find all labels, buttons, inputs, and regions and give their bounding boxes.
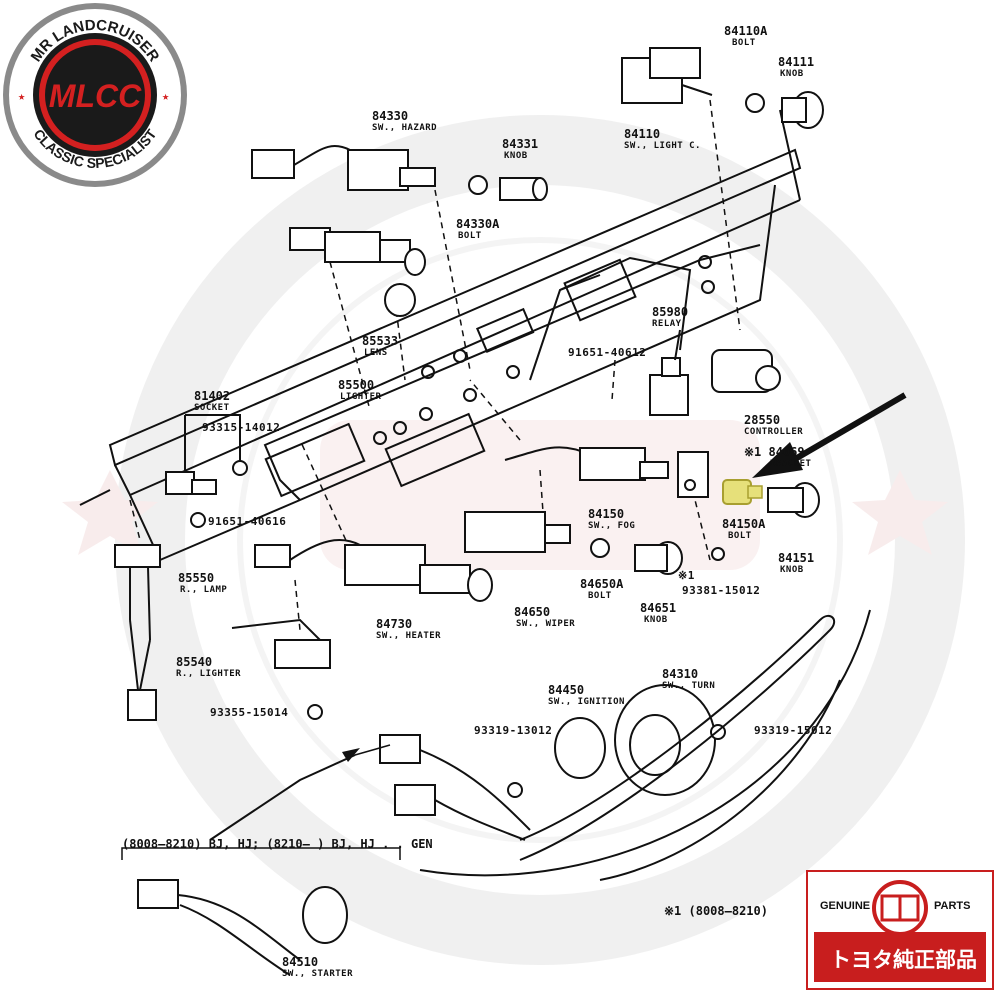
part-name: LENS xyxy=(364,348,388,358)
part-name: SW., STARTER xyxy=(282,969,354,979)
part-name: BRACKET xyxy=(770,459,812,469)
part-number: 84110A xyxy=(724,24,768,38)
part-number: 93381-15012 xyxy=(682,584,761,597)
part-number: 91651-40612 xyxy=(568,346,647,359)
part-number: 84150A xyxy=(722,517,766,531)
genuine-parts-frame xyxy=(806,870,994,990)
part-number: 84111 xyxy=(778,55,815,69)
part-name: KNOB xyxy=(780,69,804,79)
part-number: ※1 xyxy=(678,569,695,582)
ignition-part xyxy=(379,717,606,841)
part-number: 84151 xyxy=(778,551,815,565)
part-number: 85980 xyxy=(652,305,689,319)
variant-note: (8008—8210) BJ, HJ; (8210— ) BJ, HJ . . … xyxy=(122,837,433,851)
parts-label: PARTS xyxy=(934,900,971,912)
part-name: SW., LIGHT C. xyxy=(624,141,701,151)
part-number: ※1 84069 xyxy=(744,445,805,459)
part-name: SOCKET xyxy=(194,403,230,413)
fog-switch-part xyxy=(504,446,820,518)
starter-part xyxy=(137,879,348,976)
part-name: BOLT xyxy=(588,591,612,601)
part-number: 84310 xyxy=(662,667,699,681)
part-number: 85500 xyxy=(338,378,375,392)
controller-part xyxy=(711,349,781,393)
part-name: CONTROLLER xyxy=(744,427,804,437)
wiper-switch-part xyxy=(464,511,725,575)
part-name: KNOB xyxy=(504,151,528,161)
dashboard-panel xyxy=(79,109,802,562)
part-number: 85550 xyxy=(178,571,215,585)
part-name: RELAY xyxy=(652,319,682,329)
part-number: 84510 xyxy=(282,955,319,969)
socket-part xyxy=(165,414,248,495)
part-name: SW., HEATER xyxy=(376,631,442,641)
part-name: BOLT xyxy=(728,531,752,541)
part-number: 93315-14012 xyxy=(202,421,281,434)
heater-switch-part xyxy=(254,539,493,602)
part-number: 84150 xyxy=(588,507,625,521)
part-name: BOLT xyxy=(732,38,756,48)
light-switch-part xyxy=(621,47,824,129)
hazard-switch-part xyxy=(251,145,548,201)
part-name: R., LAMP xyxy=(180,585,228,595)
part-number: 81402 xyxy=(194,389,231,403)
components xyxy=(114,47,871,976)
part-number: 93319-13012 xyxy=(474,724,553,737)
part-number: 85540 xyxy=(176,655,213,669)
relay-part xyxy=(649,329,689,416)
part-number: 84650A xyxy=(580,577,624,591)
steering-column xyxy=(419,609,871,881)
genuine-jp-label: トヨタ純正部品 xyxy=(830,949,977,972)
genuine-parts-badge: GENUINE PARTS トヨタ純正部品 xyxy=(806,870,994,990)
part-name: KNOB xyxy=(780,565,804,575)
badge-star-right-icon: ★ xyxy=(162,89,169,103)
lighter-part xyxy=(289,227,426,317)
part-number: 84330 xyxy=(372,109,409,123)
part-number: 84331 xyxy=(502,137,539,151)
part-name: SW., TURN xyxy=(662,681,716,691)
genuine-label: GENUINE xyxy=(820,900,871,912)
part-name: SW., WIPER xyxy=(516,619,576,629)
part-number: 28550 xyxy=(744,413,781,427)
part-name: BOLT xyxy=(458,231,482,241)
part-number: 93355-15014 xyxy=(210,706,289,719)
badge-star-left-icon: ★ xyxy=(18,89,25,103)
part-number: 93319-15012 xyxy=(754,724,833,737)
part-name: R., LIGHTER xyxy=(176,669,242,679)
part-number: 84651 xyxy=(640,601,677,615)
footnote: ※1 (8008—8210) xyxy=(664,904,768,918)
mlcc-badge: MR LANDCRUISER CLASSIC SPECIALIST MLCC ★… xyxy=(3,3,187,187)
highlighted-bolt-84150a xyxy=(722,479,763,505)
part-name: SW., HAZARD xyxy=(372,123,438,133)
part-name: LIGHTER xyxy=(340,392,382,402)
pointer-arrow xyxy=(752,392,907,478)
part-number: 84330A xyxy=(456,217,500,231)
part-number: 84650 xyxy=(514,605,551,619)
part-number: 84450 xyxy=(548,683,585,697)
lamp-harness-part xyxy=(114,512,206,721)
part-name: KNOB xyxy=(644,615,668,625)
badge-logo: MLCC xyxy=(49,78,142,114)
part-name: SW., FOG xyxy=(588,521,636,531)
lighter-ring-part xyxy=(231,618,331,720)
part-number: 84730 xyxy=(376,617,413,631)
part-name: SW., IGNITION xyxy=(548,697,625,707)
turn-switch-part xyxy=(614,684,726,796)
part-number: 91651-40616 xyxy=(208,515,287,528)
part-number: 85533 xyxy=(362,334,399,348)
part-number: 84110 xyxy=(624,127,661,141)
